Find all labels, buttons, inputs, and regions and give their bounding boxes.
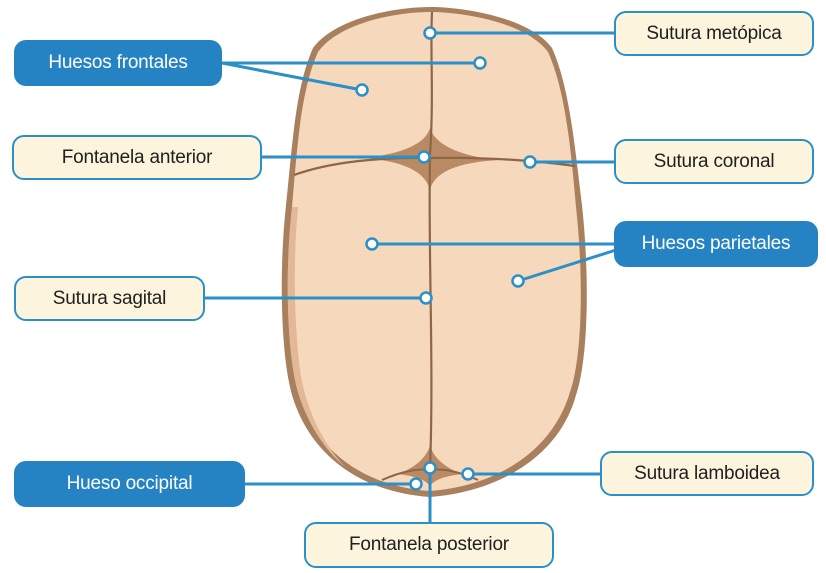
label-hueso-occipital: Hueso occipital xyxy=(14,461,245,507)
dot-metopica xyxy=(425,28,436,39)
dot-frontal-1 xyxy=(475,58,486,69)
dot-frontal-2 xyxy=(357,85,368,96)
label-sutura-sagital: Sutura sagital xyxy=(14,276,205,321)
dot-fontanela-anterior xyxy=(419,152,430,163)
label-huesos-parietales: Huesos parietales xyxy=(614,221,818,267)
dot-lamboidea xyxy=(463,469,474,480)
dot-occipital xyxy=(411,479,422,490)
label-sutura-coronal: Sutura coronal xyxy=(614,139,814,184)
label-sutura-lamboidea: Sutura lamboidea xyxy=(600,451,814,496)
dot-fontanela-posterior xyxy=(425,463,436,474)
dot-sagital xyxy=(421,293,432,304)
label-huesos-frontales: Huesos frontales xyxy=(14,40,222,86)
dot-parietal-2 xyxy=(513,276,524,287)
label-fontanela-posterior: Fontanela posterior xyxy=(304,522,554,568)
label-sutura-metopica: Sutura metópica xyxy=(614,11,814,56)
dot-coronal xyxy=(525,157,536,168)
label-fontanela-anterior: Fontanela anterior xyxy=(12,135,262,180)
dot-parietal-1 xyxy=(367,239,378,250)
